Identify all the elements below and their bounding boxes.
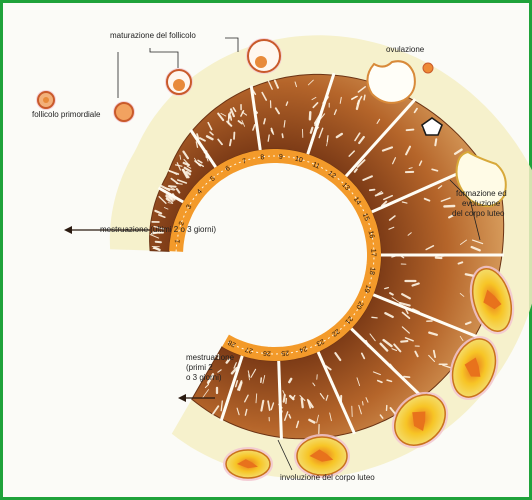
day-number: 17: [369, 249, 376, 257]
label-corpus-formation-1: formazione ed: [456, 189, 507, 198]
gland-streak: [370, 190, 375, 191]
gland-streak: [372, 317, 377, 318]
label-menstruation-late: mestruazione (ultimi 2 o 3 giorni): [100, 225, 216, 234]
gland-streak: [311, 128, 313, 133]
gland-streak: [302, 399, 303, 408]
gland-streak: [434, 351, 435, 357]
gland-streak: [286, 399, 287, 404]
gland-streak: [261, 378, 262, 382]
gland-streak: [284, 395, 285, 402]
label-menstruation-early-2: (primi 2: [186, 363, 213, 372]
day-number: 9: [279, 154, 283, 161]
growing-follicle-2: [165, 68, 193, 96]
day-number: 18: [368, 267, 376, 276]
released-ovum: [423, 63, 433, 73]
gland-streak: [282, 134, 283, 137]
primordial-follicle: [36, 90, 56, 110]
gland-streak: [231, 116, 232, 120]
growing-follicle-1: [113, 101, 135, 123]
label-corpus-involution: involuzione del corpo luteo: [280, 473, 375, 482]
label-primordial-follicle: follicolo primordiale: [32, 110, 101, 119]
gland-streak: [401, 341, 407, 342]
gland-streak: [289, 379, 291, 382]
day-number: 25: [281, 349, 290, 357]
ruptured-follicle: [367, 61, 414, 103]
day-number: 26: [263, 349, 271, 357]
label-menstruation-early-1: mestruazione: [186, 353, 235, 362]
gland-streak: [230, 140, 231, 146]
corpus-luteum-4: [294, 434, 350, 478]
corpus-luteum-5: [223, 447, 273, 481]
label-menstruation-early-3: o 3 giorni): [186, 373, 222, 382]
label-ovulation: ovulazione: [386, 45, 425, 54]
mature-follicle: [246, 38, 282, 74]
label-corpus-formation-2: evoluzione: [462, 199, 501, 208]
gland-streak: [390, 293, 393, 295]
gland-streak: [364, 95, 365, 99]
gland-streak: [363, 402, 364, 405]
gland-streak: [459, 262, 463, 263]
gland-streak: [404, 377, 410, 378]
arrow-left-icon: [64, 226, 72, 234]
label-corpus-formation-3: del corpo luteo: [452, 209, 505, 218]
label-follicle-maturation: maturazione del follicolo: [110, 31, 196, 40]
gland-streak: [435, 139, 436, 145]
gland-streak: [407, 130, 414, 131]
gland-streak: [169, 186, 176, 187]
gland-streak: [327, 136, 328, 142]
arrow-left-icon: [178, 394, 186, 402]
gland-streak: [466, 274, 474, 276]
gland-streak: [156, 242, 161, 243]
